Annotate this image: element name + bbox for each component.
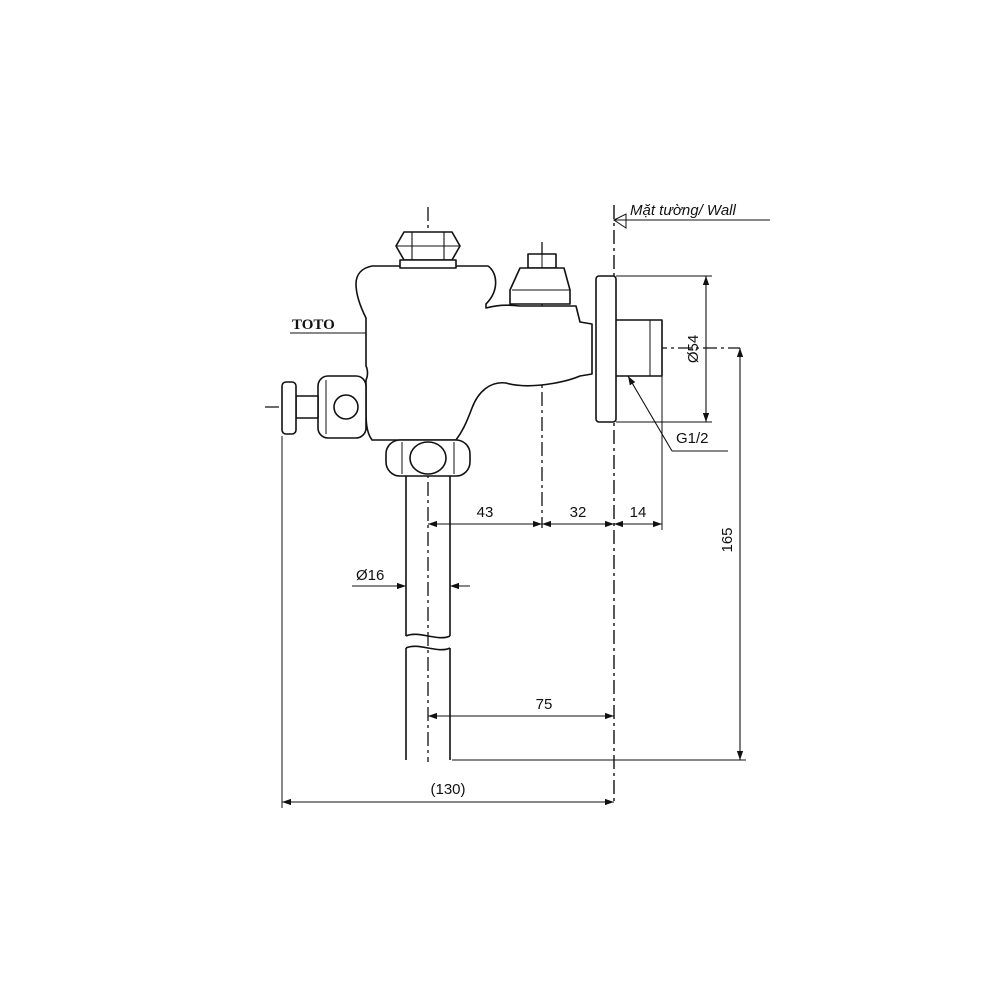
handle-coupling-hole (333, 394, 359, 420)
wall-label: Mặt tường/ Wall (630, 202, 736, 219)
outlet-nut-center (409, 441, 447, 475)
dim-32-label: 32 (570, 504, 587, 521)
overall-width-label: (130) (430, 781, 465, 798)
extension-lines (281, 275, 746, 808)
thread-leader (627, 375, 673, 452)
pipe-break-lower (405, 645, 451, 651)
wall-flange (595, 275, 617, 423)
thread-label: G1/2 (676, 430, 709, 447)
stop-screw-base (509, 267, 571, 305)
dim-14-label: 14 (630, 504, 647, 521)
valve-body (281, 231, 663, 477)
pipe-diameter-label: Ø16 (356, 567, 384, 584)
valve-main-body (355, 265, 593, 441)
dim-75-label: 75 (536, 696, 553, 713)
handle-stem (295, 395, 319, 419)
inlet-tube (613, 319, 663, 377)
height-label: 165 (719, 527, 736, 552)
cap-collar (399, 259, 457, 269)
flange-diameter-label: Ø54 (685, 335, 702, 363)
pipe-break-upper (405, 633, 451, 639)
flush-pipe (405, 476, 451, 760)
center-lines (265, 207, 740, 762)
brand-label: TOTO (292, 317, 335, 333)
handle-knob (281, 381, 297, 435)
dimension-lines (282, 276, 744, 806)
wall-level-mark (613, 213, 627, 229)
dim-43-label: 43 (477, 504, 494, 521)
